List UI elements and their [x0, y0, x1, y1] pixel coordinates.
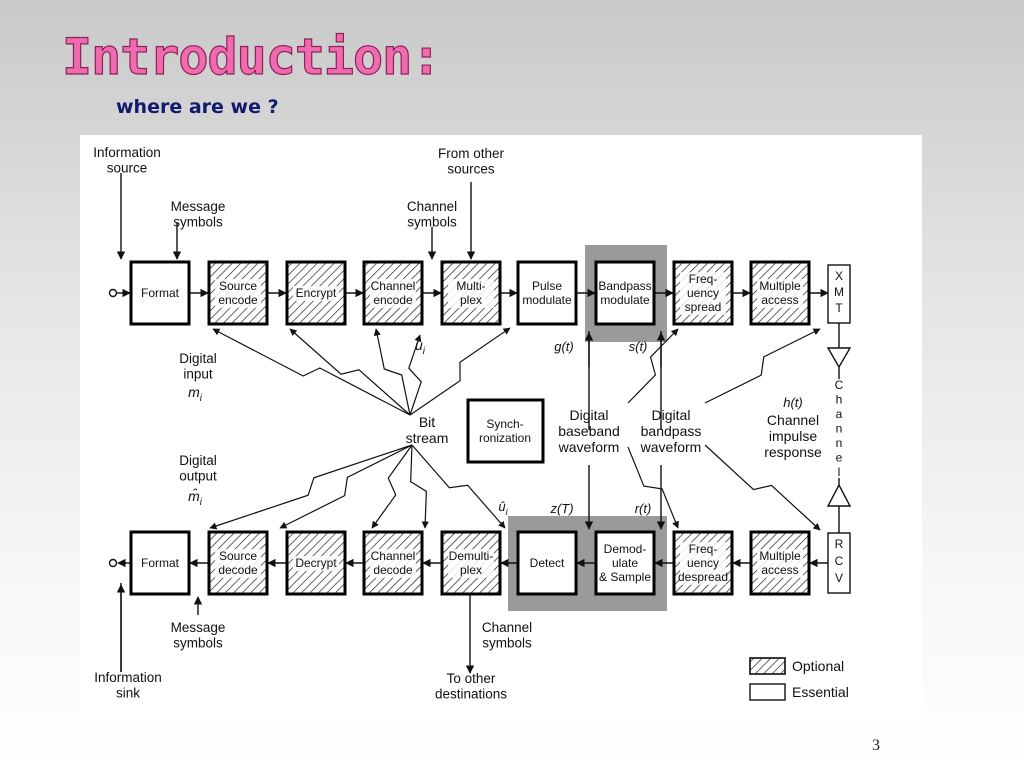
- channel-letter: h: [836, 393, 843, 407]
- format-tx-label: Format: [141, 286, 180, 300]
- xmt-letter: X: [835, 269, 843, 283]
- detect-block: [516, 530, 578, 596]
- rcv-antenna-icon: [826, 483, 852, 507]
- decrypt-label: Decrypt: [295, 556, 337, 570]
- xmt-antenna-icon: [826, 347, 852, 369]
- demodulate-sample-label: Demod-ulate& Sample: [599, 542, 651, 584]
- bit-stream-bolt: [371, 444, 413, 529]
- legend-essential-label: Essential: [792, 684, 849, 700]
- u-hat-i-symbol: ûi: [498, 499, 508, 517]
- channel-letter: a: [836, 407, 843, 421]
- bit-stream-bolt: [410, 444, 429, 529]
- channel-letter: l: [838, 465, 841, 479]
- bit-stream-bolt: [212, 328, 411, 416]
- baseband-waveform-bolt: [627, 446, 679, 529]
- encrypt-label: Encrypt: [296, 286, 337, 300]
- rcv-box: [827, 532, 851, 594]
- bandpass-waveform-bolt: [704, 444, 821, 531]
- pulse-modulate-block: [516, 260, 578, 326]
- baseband-waveform-bolt: [627, 328, 679, 404]
- bit-stream-bolt: [209, 444, 413, 530]
- xmt-box: [827, 264, 851, 324]
- channel-letter: C: [835, 378, 844, 392]
- rcv-letter: R: [835, 537, 844, 551]
- bit-stream-bolt: [408, 334, 422, 416]
- detect-label: Detect: [530, 556, 565, 570]
- tx-input-node: [108, 288, 118, 298]
- slide-title: Introduction:: [61, 27, 442, 86]
- format-rx-block: [129, 530, 191, 596]
- demultiplex-label: Demulti-plex: [449, 549, 494, 577]
- z-T-symbol: z(T): [549, 501, 573, 516]
- bandpass-waveform-bolt: [704, 328, 821, 404]
- bit-stream-bolt: [279, 444, 413, 529]
- bit-stream-bolt: [411, 444, 506, 529]
- slide-number: 3: [872, 737, 880, 754]
- format-tx-block: [129, 260, 191, 326]
- h-c-t-symbol: h(t): [783, 395, 803, 410]
- xmt-letter: T: [835, 301, 843, 315]
- u-i-symbol: ui: [415, 337, 426, 357]
- rcv-letter: V: [835, 571, 843, 585]
- g-i-t-symbol: g(t): [554, 339, 574, 354]
- bit-stream-bolt: [409, 327, 511, 416]
- channel-letter: n: [836, 436, 843, 450]
- rx-output-node: [108, 558, 118, 568]
- bandpass-modulate-block: [594, 260, 656, 326]
- synchronization-block: [466, 398, 545, 464]
- format-rx-label: Format: [141, 556, 180, 570]
- bit-stream-bolt: [373, 328, 411, 416]
- s-i-t-symbol: s(t): [629, 339, 648, 354]
- bit-stream-bolt: [289, 328, 411, 416]
- demodulate-sample-block: [594, 530, 656, 596]
- r-t-symbol: r(t): [635, 501, 652, 516]
- xmt-letter: M: [834, 285, 844, 299]
- multiplex-label: Multi-plex: [456, 279, 485, 307]
- synchronization-label: Synch-ronization: [479, 417, 531, 445]
- m-i-symbol: mi: [188, 384, 203, 404]
- m-hat-i-symbol: m̂i: [188, 488, 203, 509]
- channel-letter: e: [836, 451, 843, 465]
- legend-optional-label: Optional: [792, 658, 844, 674]
- rcv-letter: C: [835, 554, 844, 568]
- channel-letter: n: [836, 422, 843, 436]
- legend-essential-swatch: [749, 683, 786, 701]
- legend-optional-swatch: [749, 657, 786, 675]
- slide-subtitle: where are we ?: [116, 96, 279, 118]
